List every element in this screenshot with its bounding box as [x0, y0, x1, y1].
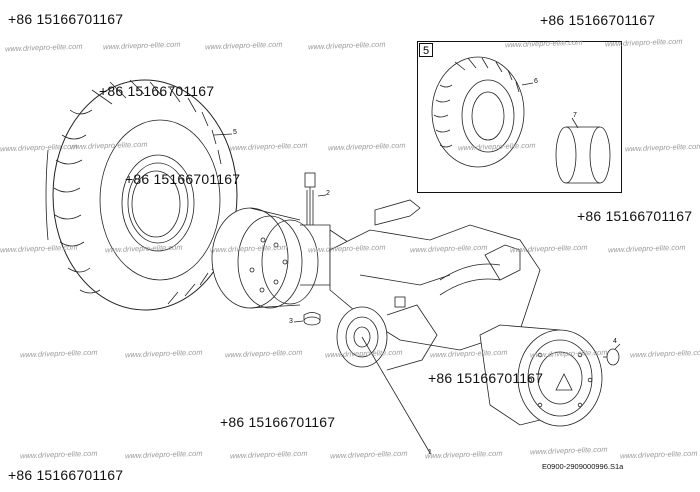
phone-watermark: +86 15166701167	[577, 208, 693, 224]
callout-3: 3	[289, 318, 293, 325]
phone-watermark: +86 15166701167	[8, 467, 124, 483]
inset-tire	[431, 56, 534, 168]
inset-rim	[555, 117, 611, 184]
leader-lines	[213, 133, 431, 454]
right-wheel-hub	[479, 324, 603, 427]
figure-code: E0900-2909000996.S1a	[542, 462, 624, 471]
callout-2: 2	[326, 190, 330, 197]
inset-frame: 5	[417, 41, 622, 193]
inset-label: 5	[419, 43, 433, 57]
callout-5: 5	[233, 129, 237, 136]
main-tire	[45, 79, 238, 311]
callout-7: 7	[573, 112, 577, 119]
phone-watermark: +86 15166701167	[8, 11, 124, 27]
phone-watermark: +86 15166701167	[428, 370, 544, 386]
callout-4: 4	[613, 338, 617, 345]
phone-watermark: +86 15166701167	[125, 171, 241, 187]
phone-watermark: +86 15166701167	[540, 12, 656, 28]
callout-6: 6	[534, 78, 538, 85]
bolt-part	[304, 172, 327, 225]
nut-part	[293, 312, 321, 326]
callout-1: 1	[428, 449, 432, 456]
phone-watermark: +86 15166701167	[220, 414, 336, 430]
phone-watermark: +86 15166701167	[99, 83, 215, 99]
cap-part	[603, 343, 621, 366]
left-wheel-hub	[211, 207, 361, 309]
